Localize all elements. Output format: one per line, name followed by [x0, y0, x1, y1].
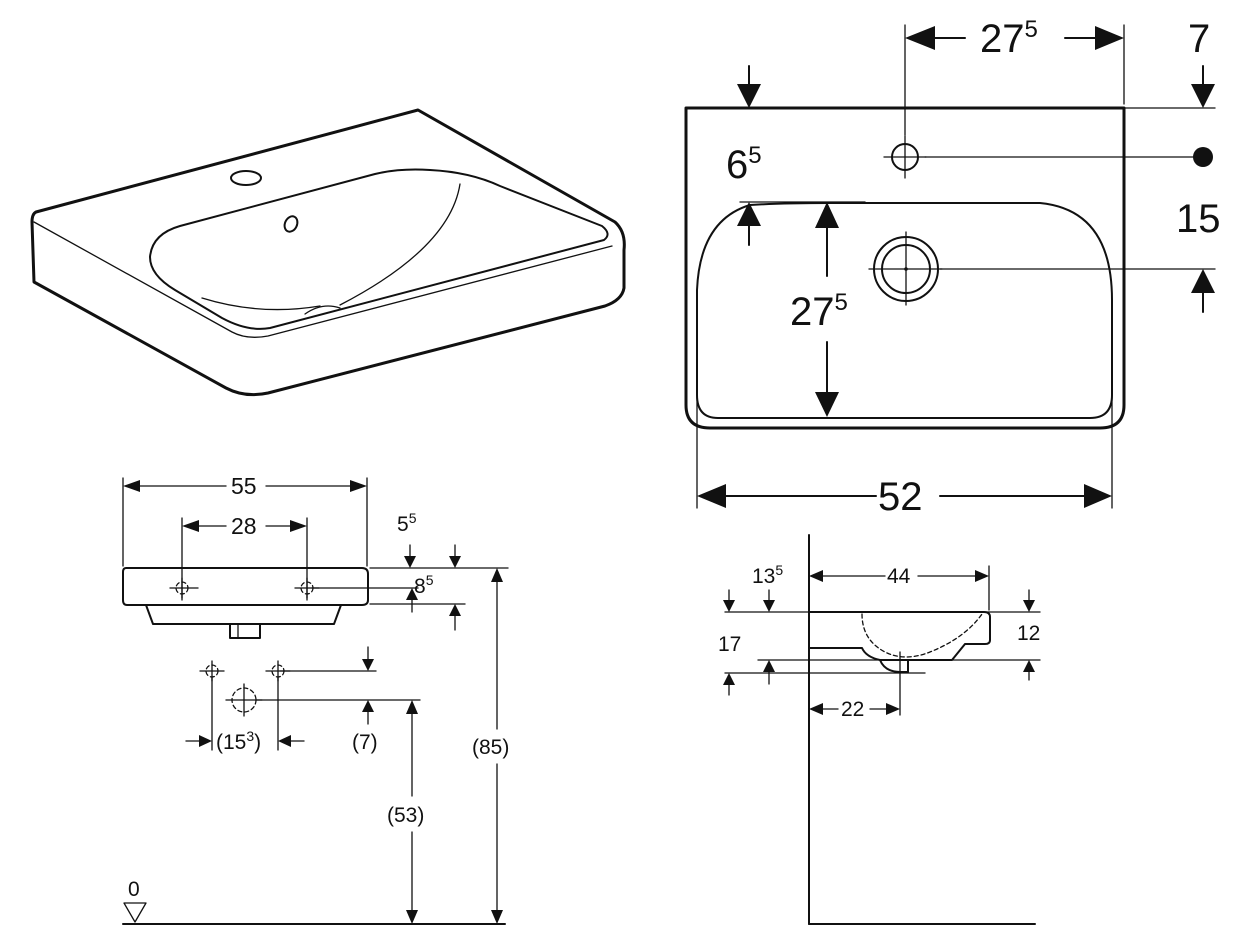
dim-front-waste-height — [406, 700, 418, 924]
floor-level-label: 0 — [128, 878, 140, 901]
dim-top-rim-label: 65 — [726, 142, 762, 187]
dim-front-rim-height — [406, 588, 461, 631]
tap-hole-symbol — [883, 135, 927, 179]
front-view-basin — [122, 567, 369, 606]
dim-side-total-label: 17 — [718, 633, 741, 656]
dim-front-total-height-label: (85) — [472, 736, 509, 759]
dim-top-bowl-width — [697, 484, 1112, 508]
top-view-outline — [684, 106, 1126, 430]
top-view: 275 7 65 15 275 — [684, 16, 1221, 519]
dim-front-width-label: 55 — [231, 473, 257, 499]
dim-front-total-height — [491, 568, 503, 924]
dim-side-total — [723, 660, 775, 696]
dim-side-rim — [723, 589, 775, 612]
dim-top-bowl-depth — [815, 202, 839, 417]
front-view-trap — [229, 623, 261, 639]
top-view-bowl — [696, 202, 1113, 419]
floor-level-marker — [123, 902, 147, 923]
dim-side-height-label: 12 — [1017, 622, 1040, 645]
drain — [304, 305, 341, 315]
side-view-trap — [879, 659, 909, 673]
supply-mark-left — [199, 660, 225, 682]
supply-mark-right — [265, 660, 291, 682]
front-view: 55 28 55 85 (153) — [122, 473, 509, 925]
side-view: 44 135 17 12 22 — [718, 534, 1041, 925]
dim-front-tap-offset-label: 55 — [397, 510, 417, 536]
dim-side-rim-label: 135 — [752, 562, 783, 588]
dim-top-width — [905, 26, 1124, 50]
dim-front-supply-spacing — [185, 735, 305, 747]
side-view-basin — [808, 611, 991, 661]
dim-front-rim-height-label: 85 — [414, 572, 434, 598]
tap-hole-mark-right — [294, 577, 320, 599]
dim-top-rim — [737, 65, 761, 246]
dim-top-drain-offset — [1191, 269, 1215, 313]
dim-top-bowl-width-label: 52 — [878, 475, 923, 519]
dim-top-rear-label: 7 — [1188, 17, 1210, 61]
dim-side-depth — [809, 570, 989, 582]
basin-bowl — [149, 168, 609, 330]
dim-front-waste-height-label: (53) — [387, 804, 424, 827]
dim-front-width — [123, 480, 367, 492]
drain-symbol — [868, 231, 943, 306]
dim-front-tap-spacing — [182, 520, 307, 532]
offset-marker — [1193, 147, 1213, 167]
dim-front-supply-spacing-label: (153) — [216, 728, 261, 754]
basin-outline — [30, 108, 626, 397]
dim-front-tap-spacing-label: 28 — [231, 513, 257, 539]
tap-hole — [230, 170, 262, 186]
basin-top-edge — [33, 221, 613, 338]
perspective-view — [30, 108, 626, 397]
dim-side-drain — [809, 703, 900, 715]
dim-top-drain-offset-label: 15 — [1176, 197, 1221, 241]
bowl-inner-curve-low — [201, 297, 321, 311]
side-view-bowl-hidden — [861, 613, 983, 658]
overflow-hole — [283, 215, 299, 233]
waste-outlet-mark — [225, 683, 263, 717]
dim-side-drain-label: 22 — [841, 698, 864, 721]
dim-side-height — [1023, 589, 1035, 681]
dim-front-tap-offset — [404, 544, 461, 568]
tap-hole-mark-left — [169, 577, 199, 599]
front-view-bowl — [145, 604, 342, 625]
dim-top-rear — [1191, 65, 1215, 108]
dim-side-depth-label: 44 — [887, 565, 911, 588]
dim-top-bowl-depth-label: 275 — [790, 289, 848, 334]
dim-top-width-label: 275 — [980, 16, 1038, 61]
bowl-inner-curve — [339, 183, 461, 306]
dim-front-supply-offset — [362, 646, 374, 725]
dim-front-supply-offset-label: (7) — [352, 731, 378, 754]
